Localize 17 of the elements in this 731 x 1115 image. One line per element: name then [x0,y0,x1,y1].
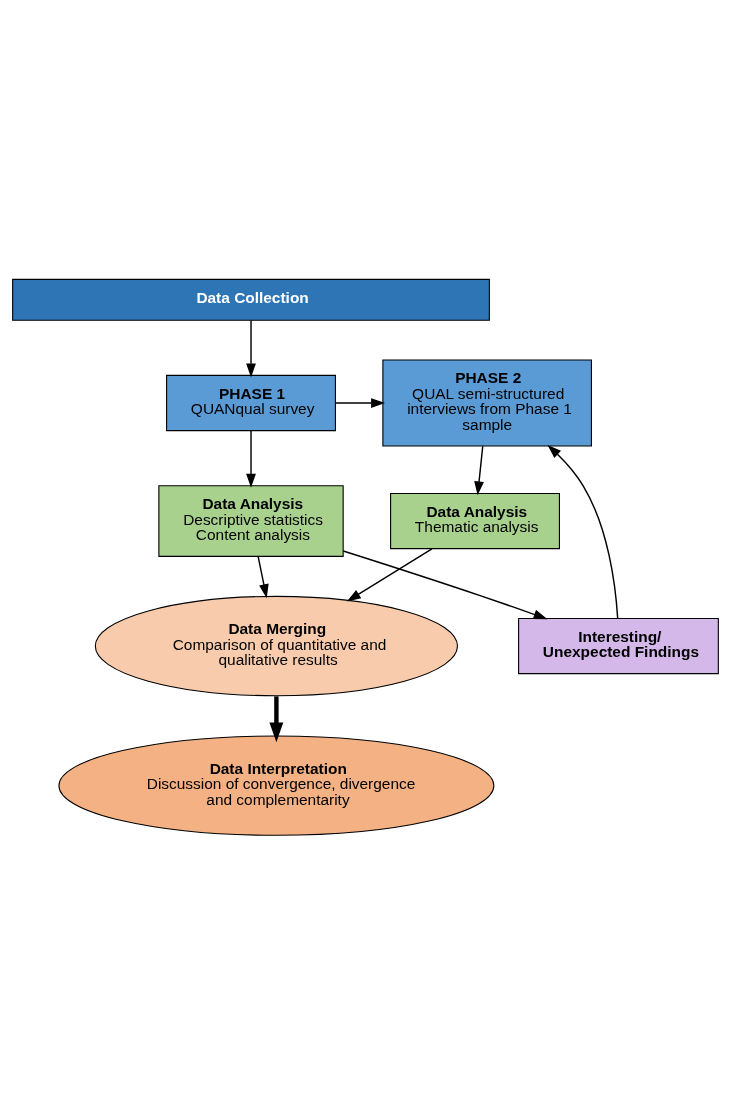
arrow [269,696,284,743]
node-box: Data Collection [12,278,490,321]
arrow [246,319,256,378]
arrow [346,548,433,602]
node-box: PHASE 2 QUAL semi-structured interviews from Phase 1 sample [382,359,592,447]
arrow [246,429,256,488]
arrow [335,398,386,408]
node-box: Interesting/ Unexpected Findings [518,617,719,675]
arrow [342,550,548,620]
arrow [547,444,619,619]
arrow [474,445,484,496]
node-box: PHASE 1 QUANqual survey [166,374,336,432]
arrow [257,556,269,599]
node-box: Data Analysis Descriptive statistics Content analysis [158,485,344,557]
node-ellipse: Data Interpretation Discussion of convergence, divergence and complementarity [58,735,495,836]
node-box: Data Analysis Thematic analysis [390,492,560,550]
node-ellipse: Data Merging Comparison of quantitative and qualitative results [94,595,459,697]
